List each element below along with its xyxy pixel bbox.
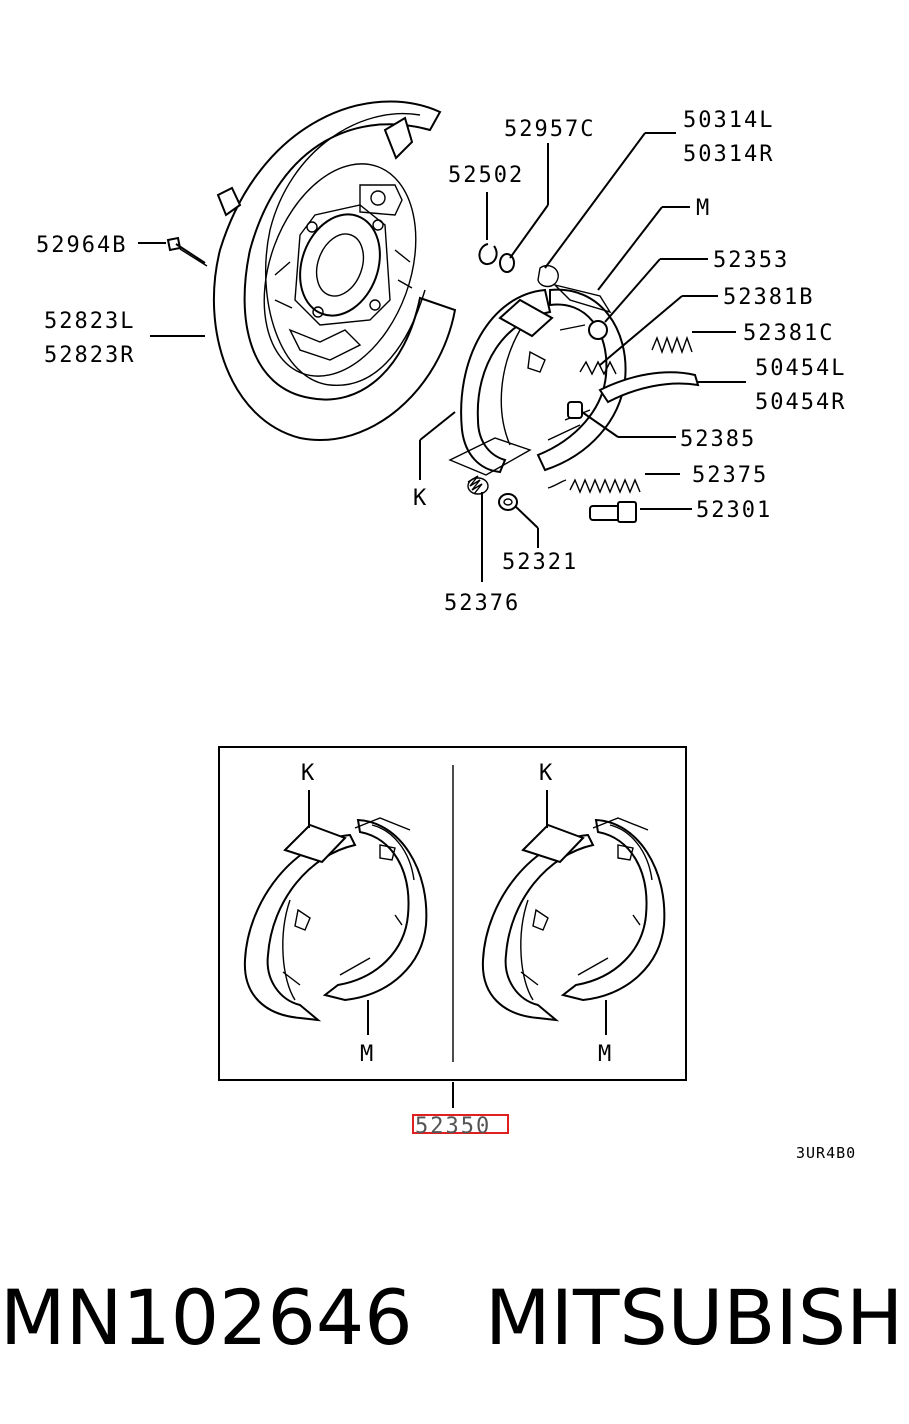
caption-part-number: MN102646: [0, 1273, 413, 1362]
label-K-top: K: [413, 486, 428, 511]
bolt-52964B: [166, 236, 208, 267]
label-50454R: 50454R: [755, 390, 846, 415]
label-50314L: 50314L: [683, 108, 774, 133]
kit-shoe-pair-right: [481, 790, 666, 1035]
strut-52301: [589, 501, 637, 523]
label-52375: 52375: [692, 463, 768, 488]
kit-part-number[interactable]: 52350: [415, 1114, 491, 1139]
label-52381B: 52381B: [723, 285, 814, 310]
cup-52321: [498, 493, 518, 511]
brake-shoe-kit-box: [218, 746, 687, 1081]
label-50314R: 50314R: [683, 142, 774, 167]
part-number-highlight-box: [412, 1114, 509, 1134]
kit-label-M-left: M: [360, 1042, 375, 1067]
adjuster-52385: [567, 401, 583, 419]
label-52964B: 52964B: [36, 233, 127, 258]
label-50454L: 50454L: [755, 356, 846, 381]
spring-52375: [547, 478, 641, 494]
brake-assembly-diagram: 52957C 52502 50314L 50314R M 52353 52381…: [36, 100, 856, 1162]
diagram-code: 3UR4B0: [796, 1144, 856, 1162]
kit-label-M-right: M: [598, 1042, 613, 1067]
leader-lines: [138, 132, 746, 582]
label-52381C: 52381C: [743, 321, 834, 346]
label-52376: 52376: [444, 591, 520, 616]
product-caption: MN102646 MITSUBISHI: [0, 1268, 909, 1368]
washer-52957C: [499, 253, 515, 273]
label-52385: 52385: [680, 427, 756, 452]
label-52502: 52502: [448, 163, 524, 188]
backing-plate: [212, 100, 457, 441]
brake-shoe-exploded: [448, 264, 627, 476]
label-52321: 52321: [502, 550, 578, 575]
label-52301: 52301: [696, 498, 772, 523]
kit-label-K-left: K: [301, 761, 316, 786]
lever-50454: [598, 371, 700, 404]
label-M-top: M: [696, 196, 711, 221]
caption-spacer: [413, 1273, 485, 1362]
label-52823L: 52823L: [44, 309, 135, 334]
clip-52502: [478, 243, 498, 266]
caption-brand: MITSUBISHI: [485, 1273, 909, 1362]
spring-52381C: [651, 335, 693, 355]
kit-shoe-pair-left: [243, 790, 428, 1035]
label-52823R: 52823R: [44, 343, 135, 368]
kit-label-K-right: K: [539, 761, 554, 786]
label-52353: 52353: [713, 248, 789, 273]
spring-52381B: [579, 360, 617, 376]
label-52957C: 52957C: [504, 117, 595, 142]
spring-52376: [467, 475, 489, 495]
